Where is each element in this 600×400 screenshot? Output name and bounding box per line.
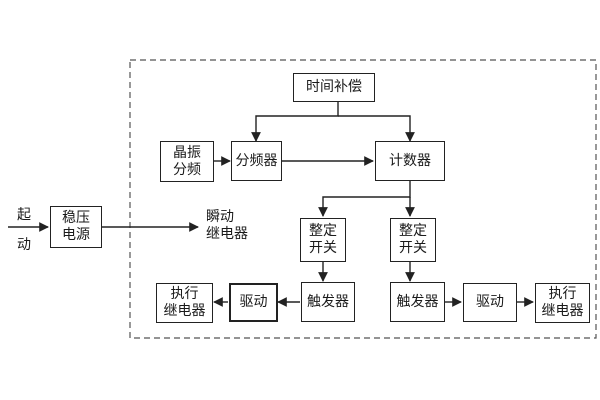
input-label-bottom: 动 [17, 237, 31, 253]
block-counter-label: 计数器 [389, 152, 431, 169]
instant-relay-label: 瞬动 继电器 [206, 209, 248, 243]
block-shaper-right-line2: 开关 [399, 240, 427, 256]
block-driver-right: 驱动 [463, 283, 517, 322]
block-exec-relay-right-line2: 继电器 [541, 303, 584, 319]
block-trigger-right-label: 触发器 [396, 293, 439, 310]
input-label-top: 起 [17, 207, 31, 223]
block-divider: 分频器 [231, 141, 282, 181]
block-crystal: 晶振 分频 [160, 141, 214, 182]
timecomp-branch-line [251, 102, 339, 142]
block-shaper-right-line1: 整定 [399, 223, 427, 239]
block-stabilizer: 稳压 电源 [50, 206, 102, 248]
timecomp-to-counter-line [338, 115, 415, 142]
block-divider-label: 分频器 [235, 152, 278, 169]
counter-to-left-shaper-line [318, 181, 411, 217]
block-stabilizer-line1: 稳压 [62, 210, 90, 226]
block-counter: 计数器 [375, 141, 445, 181]
block-shaper-left: 整定 开关 [300, 218, 346, 262]
instant-relay-line1: 瞬动 [206, 209, 234, 225]
block-trigger-left-label: 触发器 [307, 293, 349, 310]
instant-relay-line2: 继电器 [206, 226, 248, 242]
block-driver-left: 驱动 [229, 283, 278, 322]
block-crystal-line2: 分频 [173, 161, 201, 178]
block-driver-left-label: 驱动 [239, 294, 268, 310]
dashed-enclosure [129, 59, 597, 339]
block-exec-relay-left-line2: 继电器 [163, 303, 206, 319]
block-driver-right-label: 驱动 [476, 294, 504, 310]
block-exec-relay-right-line1: 执行 [548, 286, 577, 302]
block-crystal-line1: 晶振 [173, 144, 201, 161]
block-exec-relay-left-line1: 执行 [170, 286, 199, 302]
block-exec-relay-right: 执行 继电器 [535, 283, 590, 323]
block-time-compensation-label: 时间补偿 [306, 79, 362, 95]
block-exec-relay-left: 执行 继电器 [156, 283, 213, 323]
block-trigger-left: 触发器 [301, 282, 355, 322]
block-trigger-right: 触发器 [390, 282, 445, 322]
block-shaper-left-line2: 开关 [309, 240, 337, 256]
block-shaper-right: 整定 开关 [390, 218, 436, 262]
block-shaper-left-line1: 整定 [309, 223, 337, 239]
block-time-compensation: 时间补偿 [293, 73, 375, 102]
block-stabilizer-line2: 电源 [62, 227, 90, 243]
